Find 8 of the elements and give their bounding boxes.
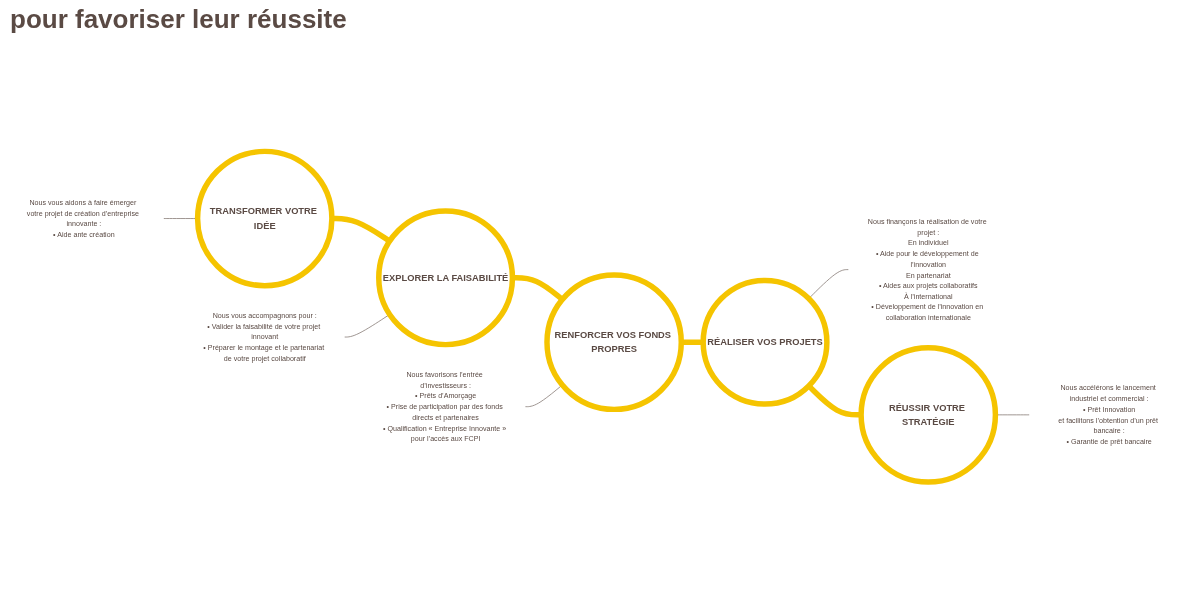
node-circle: RENFORCER VOS FONDS PROPRES	[544, 272, 684, 412]
node-circle: RÉUSSIR VOTRE STRATÉGIE	[858, 344, 999, 485]
node-circle: RÉALISER VOS PROJETS	[700, 277, 830, 407]
title: pour favoriser leur réussite	[10, 4, 348, 35]
connector	[331, 215, 392, 244]
node-circle: TRANSFORMER VOTRE IDÉE	[194, 148, 335, 289]
node-circle: EXPLORER LA FAISABILITÉ	[376, 208, 516, 348]
connector	[524, 384, 563, 407]
